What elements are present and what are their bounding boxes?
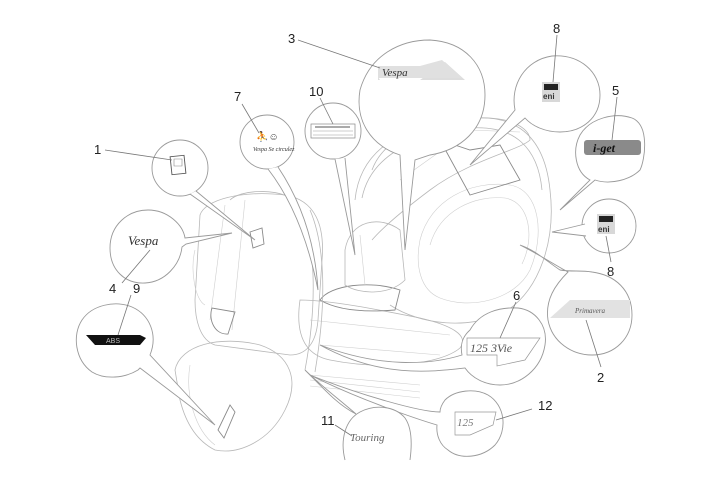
brand-emblem-inner — [173, 158, 183, 167]
primavera-text: Primavera — [574, 307, 605, 315]
callout-11[interactable]: Touring 11 — [304, 369, 412, 461]
callout-8-top[interactable]: eni 8 — [469, 21, 601, 166]
child-figures-icon: ⛹☺ — [256, 130, 279, 143]
eni-dog-icon-side — [599, 216, 613, 222]
callout-7[interactable]: ⛹☺ Vespa Se circulez 7 — [234, 89, 319, 291]
vespa-decal-text: Vespa — [382, 67, 408, 79]
vespa-script-text: Vespa — [128, 233, 159, 248]
child-label-text: Vespa Se circulez — [253, 147, 295, 153]
callout-4[interactable]: Vespa 4 — [109, 209, 233, 296]
leader-line-4 — [121, 249, 151, 284]
leader-line-7 — [241, 103, 260, 134]
callout-9[interactable]: ABS 9 — [75, 281, 216, 426]
callout-5-bubble — [559, 115, 646, 211]
leader-line-3 — [297, 39, 381, 69]
callout-number-6: 6 — [513, 288, 520, 303]
leader-line-1 — [104, 149, 173, 161]
callout-8-side-tail — [551, 223, 587, 237]
callout-4-bubble — [109, 209, 233, 284]
callout-10[interactable]: 10 — [304, 84, 362, 256]
leader-line-8-side — [605, 235, 612, 263]
eni-dog-icon — [544, 84, 558, 90]
displacement-badge-text: 125 — [457, 417, 474, 429]
leader-line-5 — [611, 96, 618, 141]
callout-7-bubble — [239, 114, 295, 170]
touring-text: Touring — [350, 432, 385, 444]
jet-badge-text: i-get — [593, 141, 616, 155]
callout-8-top-bubble — [469, 55, 601, 166]
callout-6-bubble — [319, 307, 546, 386]
callout-12-bubble — [309, 374, 504, 457]
callout-number-9: 9 — [133, 281, 140, 296]
leader-line-12 — [495, 408, 533, 421]
engine-badge-shape — [466, 337, 541, 367]
abs-badge-shape — [86, 335, 146, 345]
vespa-decal-bg — [378, 60, 462, 78]
callout-number-7: 7 — [234, 89, 241, 104]
callout-6[interactable]: 125 3Vie 6 — [319, 288, 546, 386]
callout-1[interactable]: 1 — [94, 139, 256, 241]
leader-line-8-top — [552, 34, 558, 83]
leader-line-9 — [117, 294, 132, 336]
callout-7-tail — [267, 166, 319, 291]
callout-number-12: 12 — [538, 398, 552, 413]
callout-5[interactable]: i-get 5 — [559, 83, 646, 211]
callout-number-8-side: 8 — [607, 264, 614, 279]
eni-text-top: eni — [543, 92, 555, 101]
callout-number-5: 5 — [612, 83, 619, 98]
brand-emblem-icon — [169, 154, 187, 176]
callout-1-tail — [189, 190, 256, 241]
callout-number-1: 1 — [94, 142, 101, 157]
leader-line-2 — [585, 319, 602, 368]
leader-line-6 — [499, 301, 517, 339]
leader-line-11 — [334, 424, 353, 437]
leader-line-10 — [319, 97, 334, 125]
callout-3-bubble — [358, 39, 486, 251]
jet-badge-plate — [584, 140, 641, 155]
primavera-stripe-shape — [550, 300, 630, 318]
callout-8-side[interactable]: eni 8 — [551, 198, 637, 279]
callout-number-4: 4 — [109, 281, 116, 296]
callout-2[interactable]: Primavera 2 — [519, 244, 633, 385]
callout-number-2: 2 — [597, 370, 604, 385]
engine-badge-text: 125 3Vie — [470, 341, 513, 355]
callout-3[interactable]: Vespa 3 — [288, 31, 486, 251]
displacement-badge-shape — [454, 411, 497, 436]
callout-10-tail — [334, 157, 356, 256]
callout-number-3: 3 — [288, 31, 295, 46]
scooter-body-drawing — [174, 117, 552, 452]
callout-number-10: 10 — [309, 84, 323, 99]
eni-text-side: eni — [598, 225, 610, 234]
callout-number-8-top: 8 — [553, 21, 560, 36]
abs-badge-text: ABS — [106, 338, 120, 345]
callout-9-bubble — [75, 303, 216, 426]
callout-12[interactable]: 125 12 — [309, 374, 552, 457]
callout-number-11: 11 — [321, 413, 335, 428]
